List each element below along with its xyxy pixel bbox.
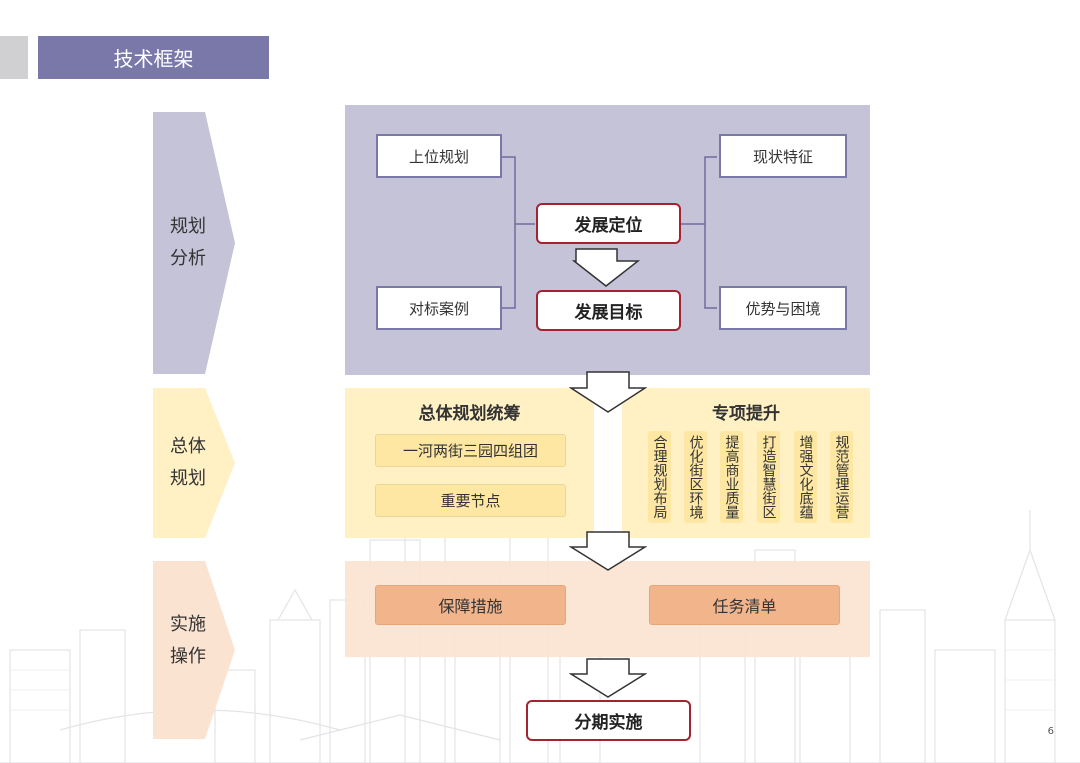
down-arrow-icon	[569, 531, 647, 571]
down-arrow-icon	[569, 658, 647, 698]
stage-label-line2: 操作	[170, 646, 206, 667]
header-accent-block	[0, 36, 28, 79]
special-item: 提高商业质量	[720, 431, 743, 523]
stage-label-line1: 规划	[170, 216, 206, 237]
stage-planning-analysis: 规划 分析	[153, 112, 235, 374]
stage-label-line2: 分析	[170, 248, 206, 269]
page-title: 技术框架	[38, 36, 269, 79]
special-item: 优化街区环境	[684, 431, 707, 523]
overall-plan-heading: 总体规划统筹	[418, 403, 521, 424]
strengths-challenges-box: 优势与困境	[719, 286, 847, 330]
chevron-shape	[153, 388, 235, 538]
chevron-shape	[153, 561, 235, 739]
phased-implementation-box: 分期实施	[526, 700, 691, 741]
stage-label: 总体 规划	[153, 388, 223, 538]
page-number: 6	[1047, 726, 1054, 737]
stage-label: 规划 分析	[153, 112, 223, 374]
task-list-box: 任务清单	[649, 585, 840, 625]
special-improvement-heading: 专项提升	[712, 403, 780, 424]
special-item: 增强文化底蕴	[794, 431, 817, 523]
plan-item-river-streets: 一河两街三园四组团	[375, 434, 566, 467]
analysis-connectors	[502, 156, 717, 309]
special-item: 打造智慧街区	[757, 431, 780, 523]
current-features-box: 现状特征	[719, 134, 847, 178]
stage-overall-planning: 总体 规划	[153, 388, 235, 538]
stage-implementation: 实施 操作	[153, 561, 235, 739]
stage-label-line1: 实施	[170, 614, 206, 635]
safeguard-measures-box: 保障措施	[375, 585, 566, 625]
development-positioning-box: 发展定位	[536, 203, 681, 244]
plan-item-key-nodes: 重要节点	[375, 484, 566, 517]
special-item: 规范管理运营	[830, 431, 853, 523]
stage-label-line2: 规划	[170, 468, 206, 489]
upper-planning-box: 上位规划	[376, 134, 502, 178]
down-arrow-icon	[569, 371, 647, 413]
benchmark-cases-box: 对标案例	[376, 286, 502, 330]
stage-label-line1: 总体	[170, 436, 206, 457]
development-goals-box: 发展目标	[536, 290, 681, 331]
stage-label: 实施 操作	[153, 561, 223, 721]
panel-divider	[594, 388, 622, 538]
special-item: 合理规划布局	[648, 431, 671, 523]
chevron-shape	[153, 112, 235, 374]
